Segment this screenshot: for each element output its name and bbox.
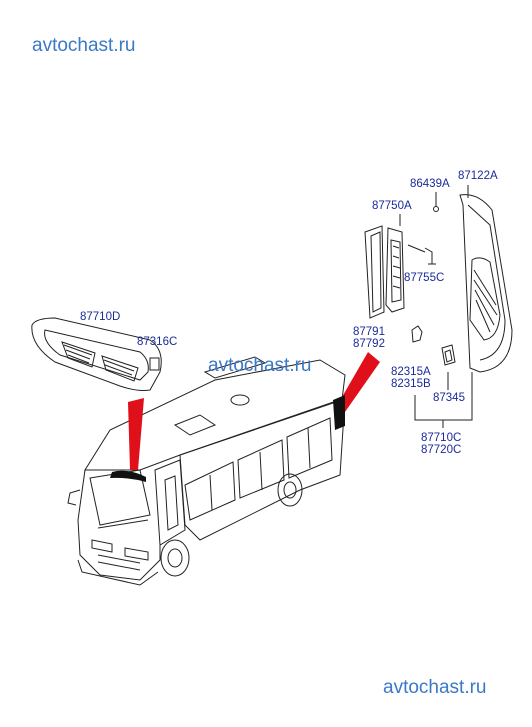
label-87710C: 87710C xyxy=(421,432,462,444)
pad-87345 xyxy=(441,344,456,366)
rear-marker-housing xyxy=(385,227,405,313)
watermark-bottom: avtochast.ru xyxy=(383,677,487,698)
label-87755C: 87755C xyxy=(404,272,445,284)
pointer-rear xyxy=(338,352,380,412)
watermark-top: avtochast.ru xyxy=(32,35,136,56)
pointer-wedges xyxy=(128,352,380,470)
rear-corner-cover xyxy=(459,194,513,373)
rear-lamp-mark xyxy=(333,395,345,430)
label-82315A: 82315A xyxy=(391,366,431,378)
label-87122A: 87122A xyxy=(458,170,498,182)
front-roof-lamp-assembly xyxy=(31,317,162,391)
label-87345: 87345 xyxy=(433,392,465,404)
rear-marker-lens xyxy=(364,225,385,319)
watermark-middle: avtochast.ru xyxy=(208,355,312,376)
label-87750A: 87750A xyxy=(372,200,412,212)
label-87316C: 87316C xyxy=(137,336,178,348)
label-87720C: 87720C xyxy=(421,444,462,456)
grommet-82315 xyxy=(411,325,423,343)
label-86439A: 86439A xyxy=(410,178,450,190)
label-82315B: 82315B xyxy=(391,378,431,390)
label-87791: 87791 xyxy=(353,326,385,338)
front-lamp-mark xyxy=(110,470,146,482)
label-87710D: 87710D xyxy=(80,311,121,323)
label-87792: 87792 xyxy=(353,338,385,350)
part-87316C-pad xyxy=(149,357,160,371)
screw-87755C xyxy=(424,247,436,265)
clip-86439A xyxy=(433,206,439,212)
pointer-front xyxy=(128,398,144,470)
bus-illustration xyxy=(67,356,346,586)
